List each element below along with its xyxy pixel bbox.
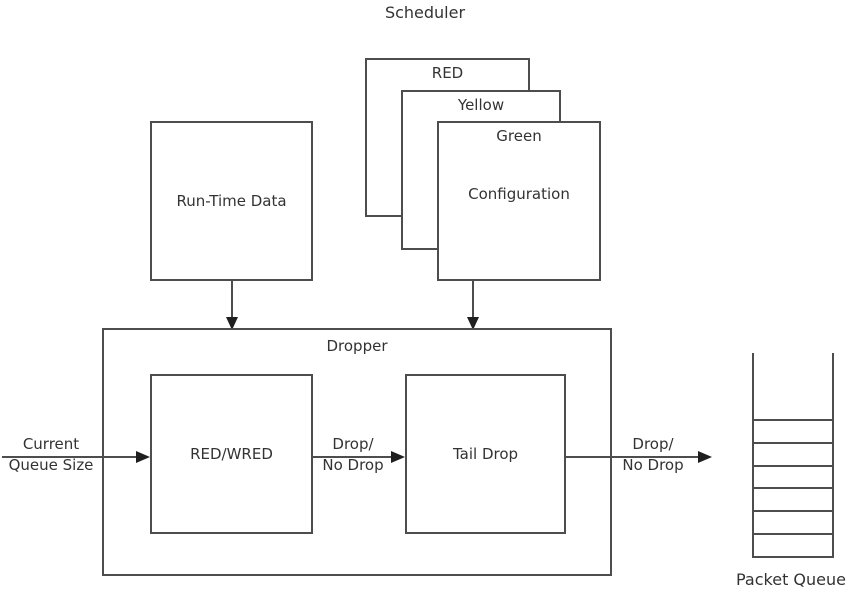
drop-nodrop-2-line1: Drop/ <box>632 435 674 453</box>
green-layer-label: Green <box>496 127 542 145</box>
red-layer-label: RED <box>431 64 464 82</box>
drop-nodrop-1-line2: No Drop <box>322 456 384 474</box>
input-arrowhead-icon <box>136 451 150 463</box>
runtime-data-label: Run-Time Data <box>176 192 287 210</box>
drop-nodrop-label-2: Drop/ No Drop <box>613 434 693 476</box>
runtime-to-dropper-arrow-line <box>231 281 233 319</box>
red-wred-label: RED/WRED <box>190 445 273 463</box>
redwred-to-taildrop-arrow-line <box>313 456 393 458</box>
packet-queue-cells <box>754 419 832 556</box>
packet-queue-label: Packet Queue <box>736 570 846 589</box>
scheduler-title: Scheduler <box>384 3 466 22</box>
taildrop-output-arrow-line <box>566 456 699 458</box>
tail-drop-box: Tail Drop <box>405 374 566 534</box>
queue-cell <box>754 510 832 533</box>
queue-cell <box>754 419 832 442</box>
queue-cell <box>754 464 832 488</box>
drop-nodrop-2-line2: No Drop <box>622 456 684 474</box>
drop-nodrop-label-1: Drop/ No Drop <box>314 434 392 476</box>
config-to-dropper-arrowhead-icon <box>467 317 479 330</box>
redwred-to-taildrop-arrowhead-icon <box>391 451 405 463</box>
tail-drop-label: Tail Drop <box>452 445 519 463</box>
queue-cell <box>754 487 832 510</box>
packet-queue-graphic <box>752 353 834 558</box>
red-wred-box: RED/WRED <box>150 374 313 534</box>
drop-nodrop-1-line1: Drop/ <box>332 435 374 453</box>
dropper-label: Dropper <box>326 337 388 355</box>
queue-cell <box>754 441 832 465</box>
configuration-label: Configuration <box>468 185 570 203</box>
input-arrow-label-line1: Current <box>22 435 80 453</box>
scheduler-layer-green: Green Configuration <box>437 121 601 281</box>
input-arrow-label-line2: Queue Size <box>8 456 94 474</box>
input-arrow-label: Current Queue Size <box>2 434 100 476</box>
taildrop-output-arrowhead-icon <box>698 451 712 463</box>
runtime-data-box: Run-Time Data <box>150 121 313 281</box>
config-to-dropper-arrow-line <box>472 281 474 319</box>
runtime-to-dropper-arrowhead-icon <box>226 317 238 330</box>
input-arrow-line <box>2 456 138 458</box>
yellow-layer-label: Yellow <box>457 96 505 114</box>
queue-cell <box>754 533 832 556</box>
